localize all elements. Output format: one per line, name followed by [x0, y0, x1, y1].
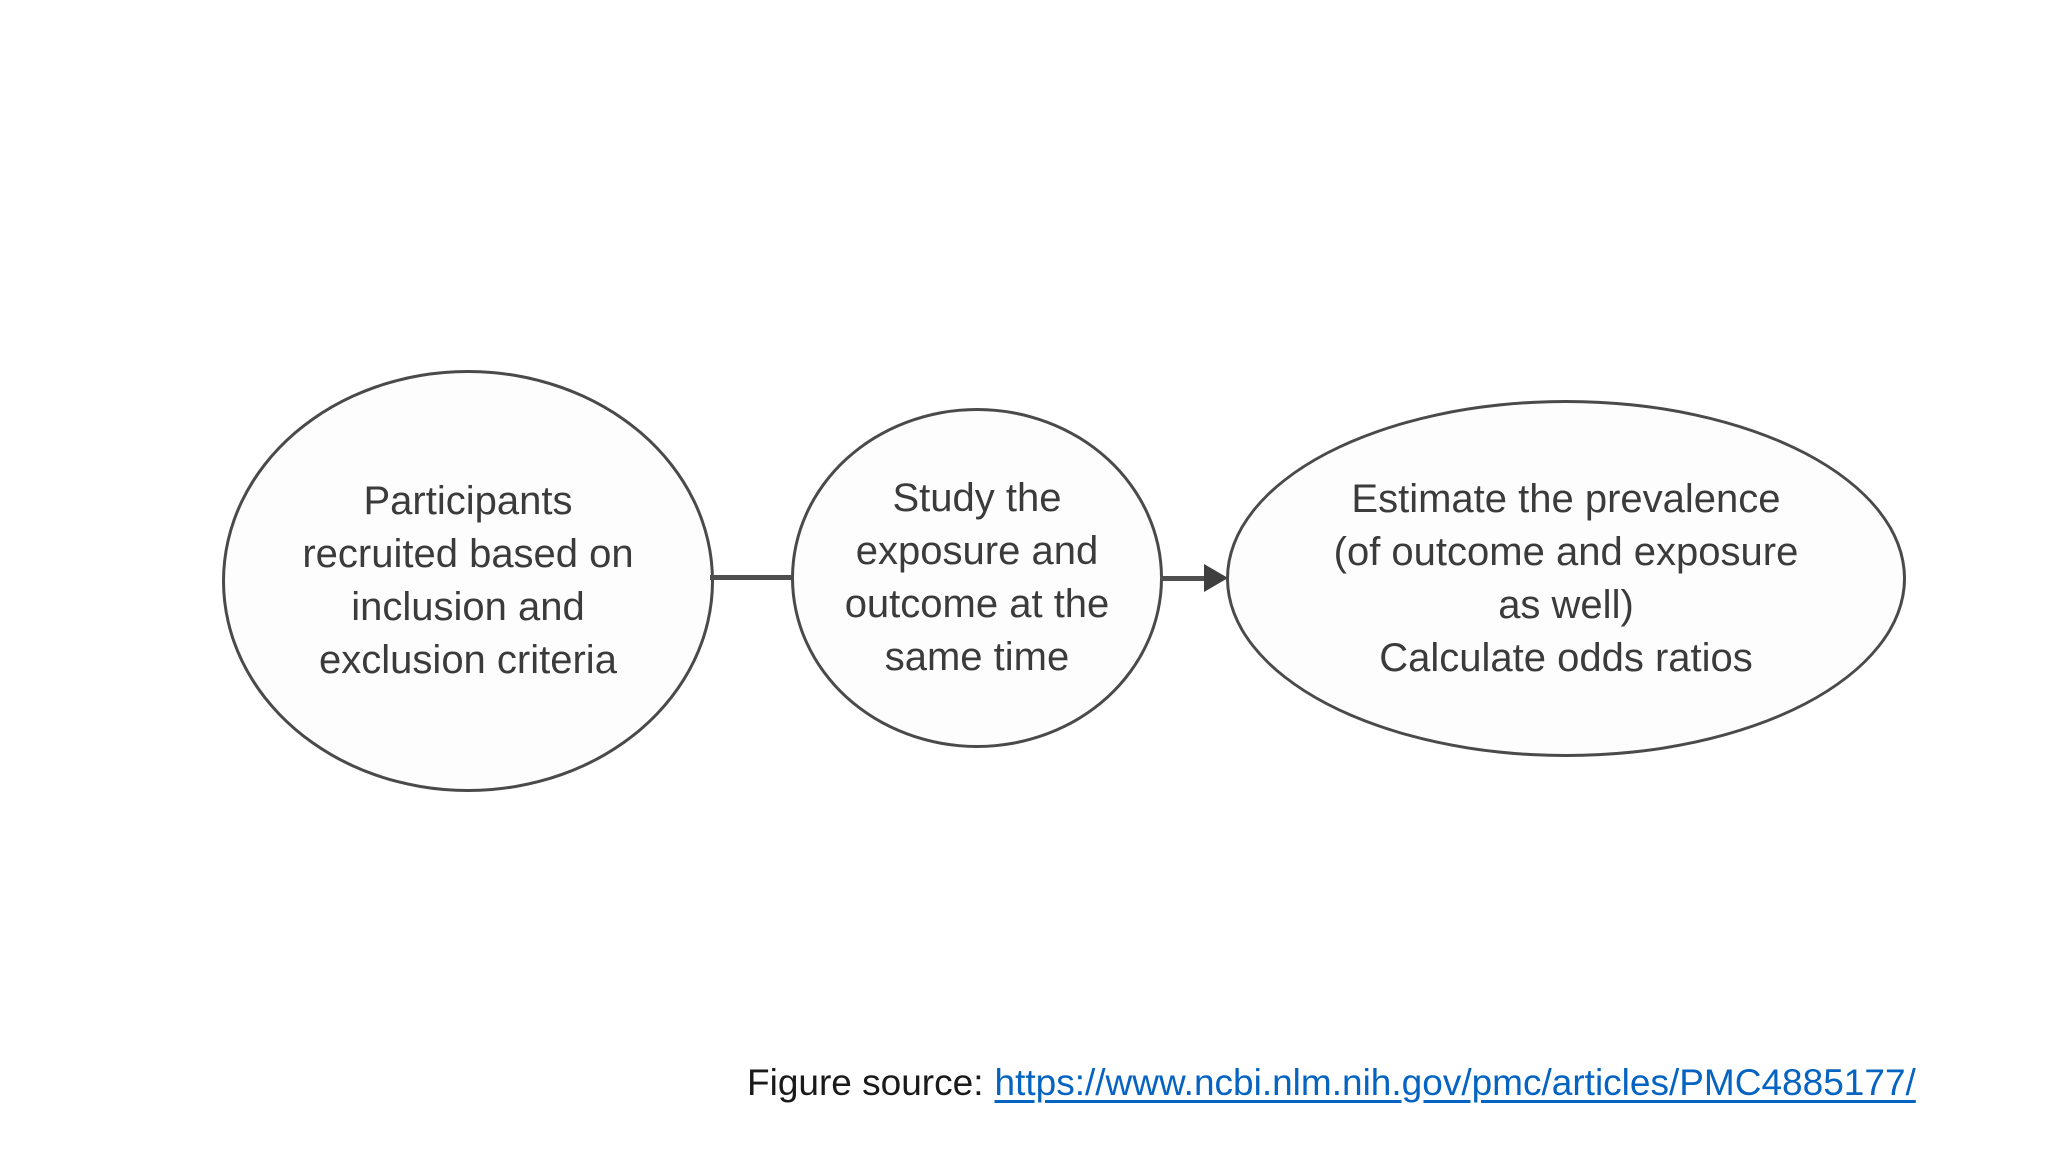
node-text-line: (of outcome and exposure [1333, 529, 1799, 574]
node-participants-ellipse: Participants recruited based on inclusio… [222, 370, 714, 792]
node-text-line: recruited based on [302, 532, 634, 576]
node-text-line: inclusion and [351, 585, 585, 629]
node-participants-text: Participants recruited based on inclusio… [302, 475, 633, 687]
arrowhead-right-icon [1204, 564, 1228, 592]
node-text-line: as well) [1498, 582, 1634, 627]
node-text-line: Calculate odds ratios [1379, 635, 1753, 680]
node-study-ellipse: Study the exposure and outcome at the sa… [791, 408, 1163, 748]
node-text-line: Estimate the prevalence [1351, 476, 1781, 521]
node-text-line: Participants [363, 479, 573, 523]
node-study-text: Study the exposure and outcome at the sa… [845, 472, 1110, 684]
node-estimate-ellipse: Estimate the prevalence (of outcome and … [1226, 400, 1906, 757]
connector-line-shaft [710, 575, 794, 580]
node-text-line: outcome at the [844, 582, 1110, 626]
node-estimate-text: Estimate the prevalence (of outcome and … [1334, 473, 1799, 685]
figure-source-link[interactable]: https://www.ncbi.nlm.nih.gov/pmc/article… [994, 1062, 1916, 1103]
connector-line [710, 575, 794, 580]
connector-arrow [1160, 564, 1228, 592]
figure-source-caption: Figure source: https://www.ncbi.nlm.nih.… [747, 1062, 1916, 1104]
node-text-line: same time [884, 635, 1070, 679]
node-text-line: Study the [892, 476, 1062, 520]
figure-source-label: Figure source: [747, 1062, 984, 1103]
node-text-line: exposure and [855, 529, 1099, 573]
connector-arrow-shaft [1160, 575, 1204, 581]
node-text-line: exclusion criteria [319, 638, 617, 682]
